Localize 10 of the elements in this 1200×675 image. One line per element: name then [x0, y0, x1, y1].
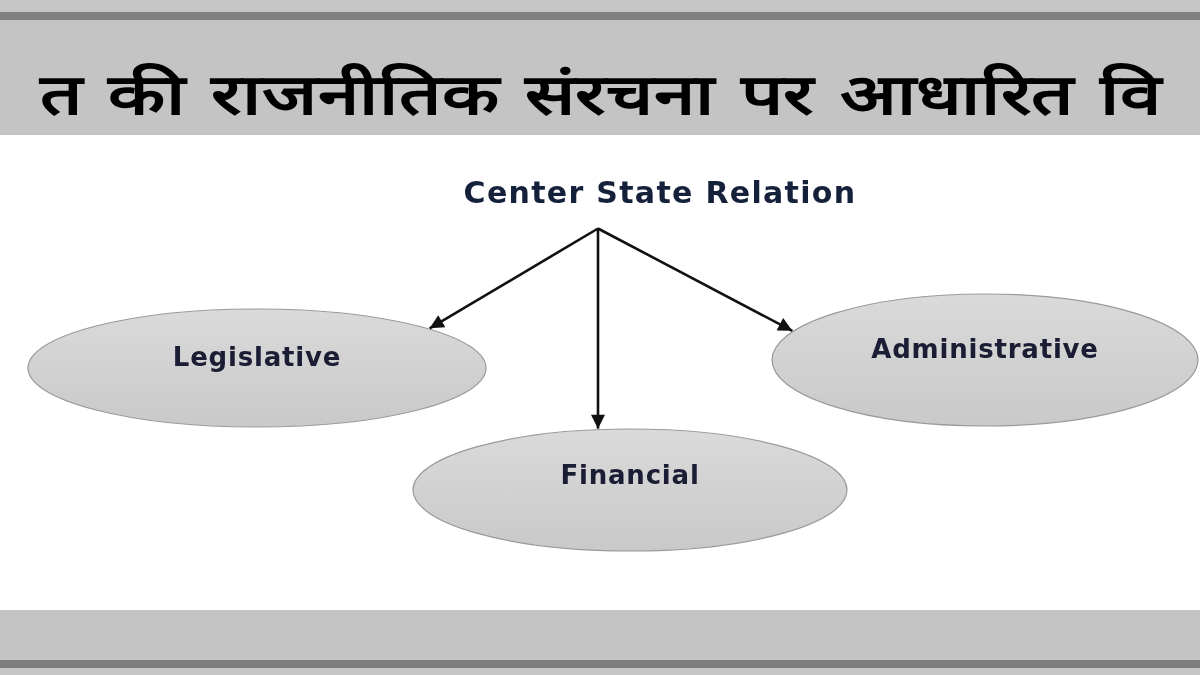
node-label: Legislative [172, 342, 342, 374]
node-label: Administrative [871, 334, 1099, 366]
root-label: Center State Relation [463, 174, 857, 228]
ellipse-node [27, 308, 487, 428]
ellipse-node [412, 428, 848, 552]
arrow [429, 227, 599, 330]
node-label: Financial [560, 460, 700, 492]
ellipse-node [771, 293, 1199, 427]
arrow [597, 227, 793, 332]
arrow [591, 228, 605, 429]
